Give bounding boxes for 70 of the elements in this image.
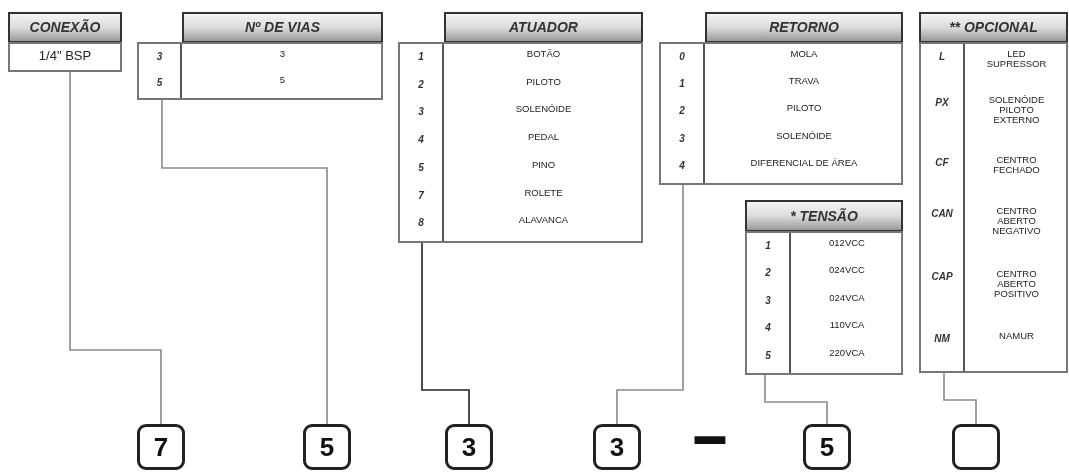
option-code: CAN [931,207,953,222]
option-code: 4 [418,133,424,148]
option-description: LED SUPRESSOR [986,49,1047,69]
option-description: PEDAL [527,132,560,143]
option-code: CF [935,156,949,171]
table-header: CONEXÃO [8,12,122,43]
code-digit-box: 5 [803,424,851,470]
code-digit-box: 3 [593,424,641,470]
option-description: 1/4" BSP [38,49,92,63]
option-description: PILOTO [526,76,561,87]
option-description: PINO [531,159,556,170]
connector-line [421,242,470,425]
separator-dash: - [688,402,732,468]
option-description: CENTRO FECHADO [993,155,1040,176]
option-description: 012VCC [829,238,865,248]
table-header: ** OPCIONAL [919,12,1068,43]
code-digit-box: 7 [137,424,185,470]
option-description: CENTRO ABERTO POSITIVO [994,268,1039,299]
option-code: 2 [765,266,771,281]
option-description: SOLENÓIDE [515,104,572,115]
table-header: ATUADOR [444,12,643,43]
option-description: 220VCA [829,347,865,358]
connector-line [161,99,328,425]
option-description: SOLENÓIDE PILOTO EXTERNO [988,95,1045,126]
option-description: CENTRO ABERTO NEGATIVO [992,206,1041,237]
connector-line [943,372,977,425]
code-digit-box: 5 [303,424,351,470]
option-code: 8 [418,216,424,231]
connector-line [69,71,162,425]
option-code: CAP [931,269,953,284]
option-description: PILOTO [786,103,822,114]
option-code: 1 [679,77,685,92]
code-digit-box [952,424,1000,470]
option-description: TRAVA [788,76,820,87]
option-description: DIFERENCIAL DE ÁREA [750,157,858,168]
option-code: 1 [418,50,424,64]
option-description: BOTÃO [526,49,561,59]
connector-line [616,184,684,425]
option-code: 2 [418,77,424,92]
option-code: 2 [679,104,685,119]
option-code: L [938,50,946,64]
option-code: 3 [765,293,771,308]
option-code: 4 [679,158,685,173]
option-description: SOLENÓIDE [776,130,832,141]
option-code: 0 [679,50,685,64]
option-code: 4 [765,321,771,336]
option-description: 3 [279,49,286,59]
table-header: RETORNO [705,12,903,43]
table-header: Nº DE VIAS [182,12,383,43]
option-code: PX [935,96,949,111]
option-description: NAMUR [999,331,1034,342]
option-code: 7 [418,188,424,203]
table-header: * TENSÃO [745,200,903,232]
option-description: 110VCA [829,320,865,331]
option-code: 5 [418,160,424,175]
option-description: ROLETE [524,187,563,198]
option-description: 024VCC [829,265,865,276]
option-description: MOLA [790,49,818,59]
option-code: 3 [156,50,163,64]
connector-line [764,374,828,425]
option-code: 5 [765,348,771,363]
option-code: 5 [156,75,163,90]
option-code: 3 [679,131,685,146]
option-description: ALAVANCA [518,215,569,226]
option-code: 3 [418,105,424,120]
option-code: NM [934,332,950,347]
option-description: 024VCA [829,292,865,303]
option-description: 5 [279,74,286,85]
code-digit-box: 3 [445,424,493,470]
option-code: 1 [765,239,771,253]
